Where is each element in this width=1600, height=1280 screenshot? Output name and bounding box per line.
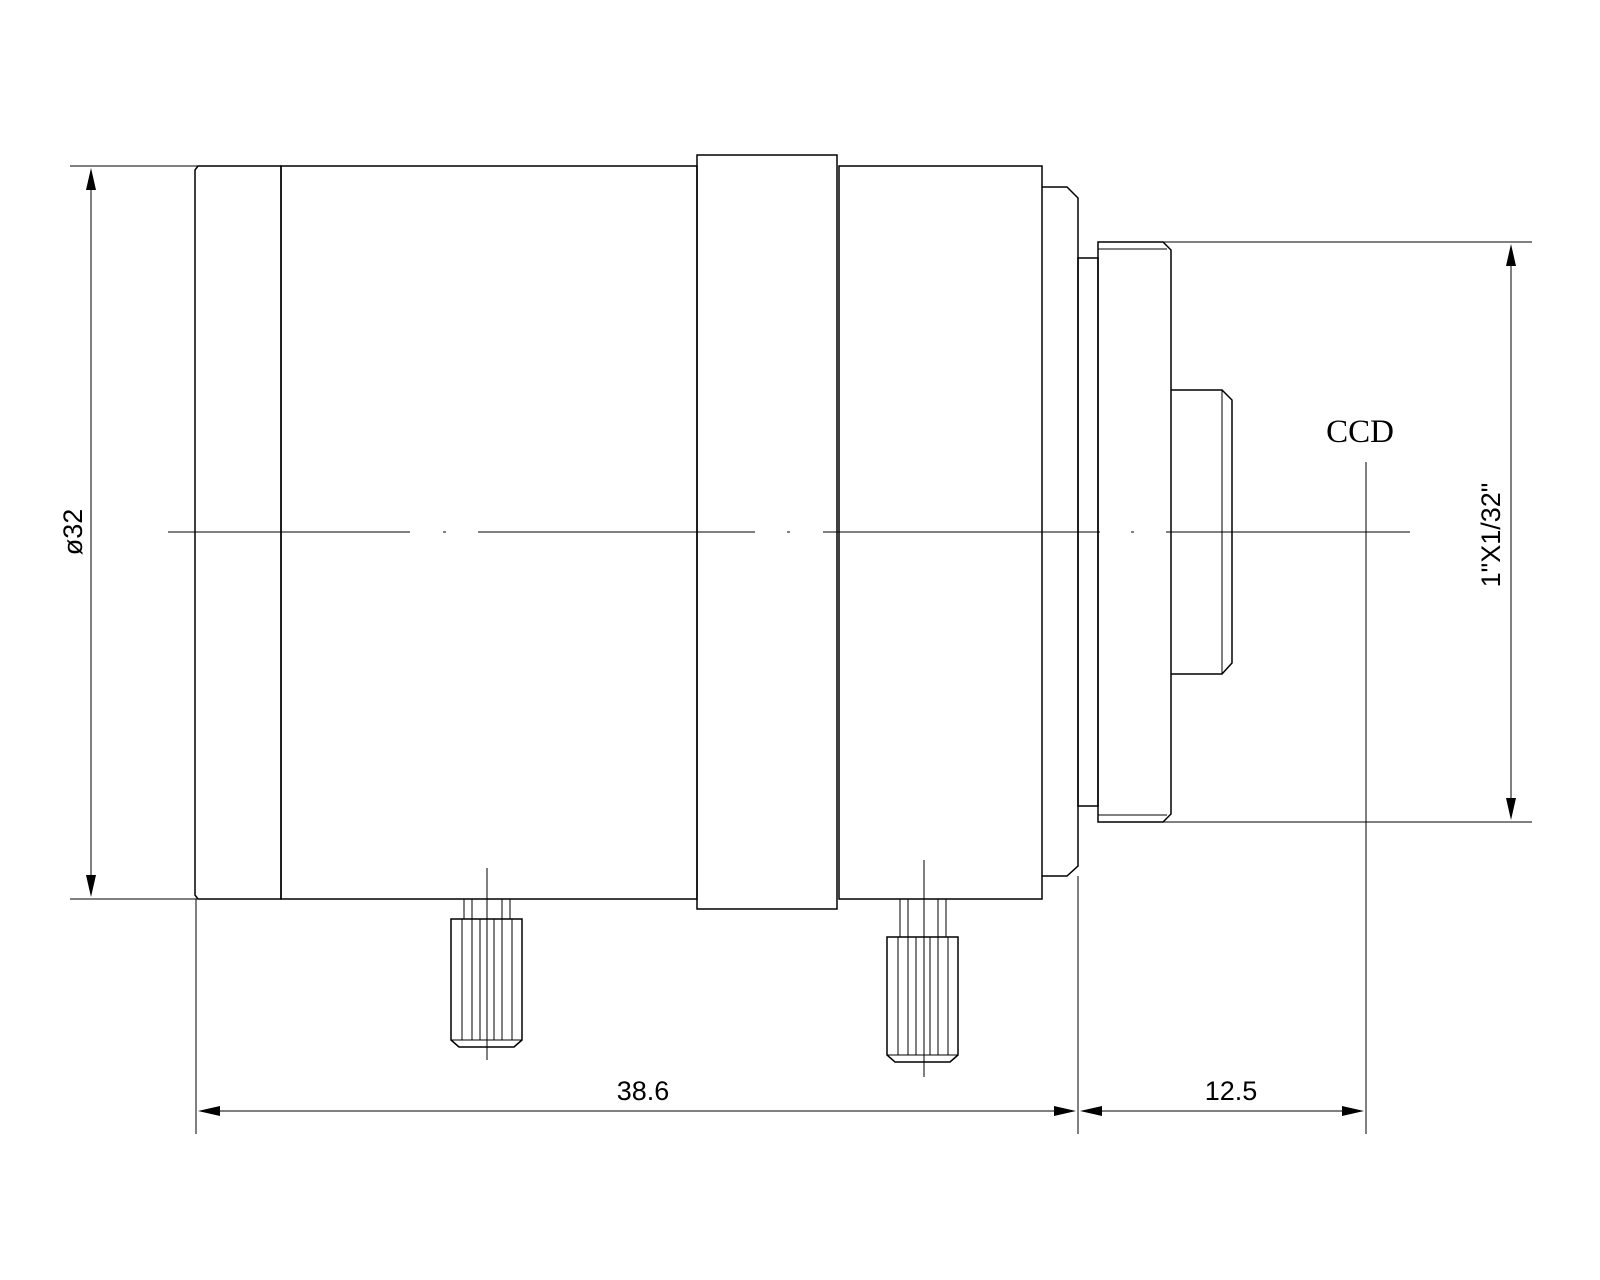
ccd-label: CCD	[1326, 414, 1394, 450]
locking-screw-right	[886, 860, 959, 1077]
overall-length-label: 38.6	[617, 1076, 670, 1106]
thread-mount	[1097, 241, 1172, 823]
locking-screw-left	[450, 868, 523, 1060]
thread-dimension: 1"X1/32"	[1163, 241, 1532, 823]
back-focus-label: 12.5	[1205, 1076, 1258, 1106]
thread-label: 1"X1/32"	[1476, 483, 1506, 588]
length-dimensions: 38.6 12.5	[195, 876, 1364, 1134]
diameter-dimension: ø32	[58, 165, 198, 900]
ccd-plane: CCD	[1326, 414, 1394, 1134]
diameter-label: ø32	[58, 509, 88, 556]
